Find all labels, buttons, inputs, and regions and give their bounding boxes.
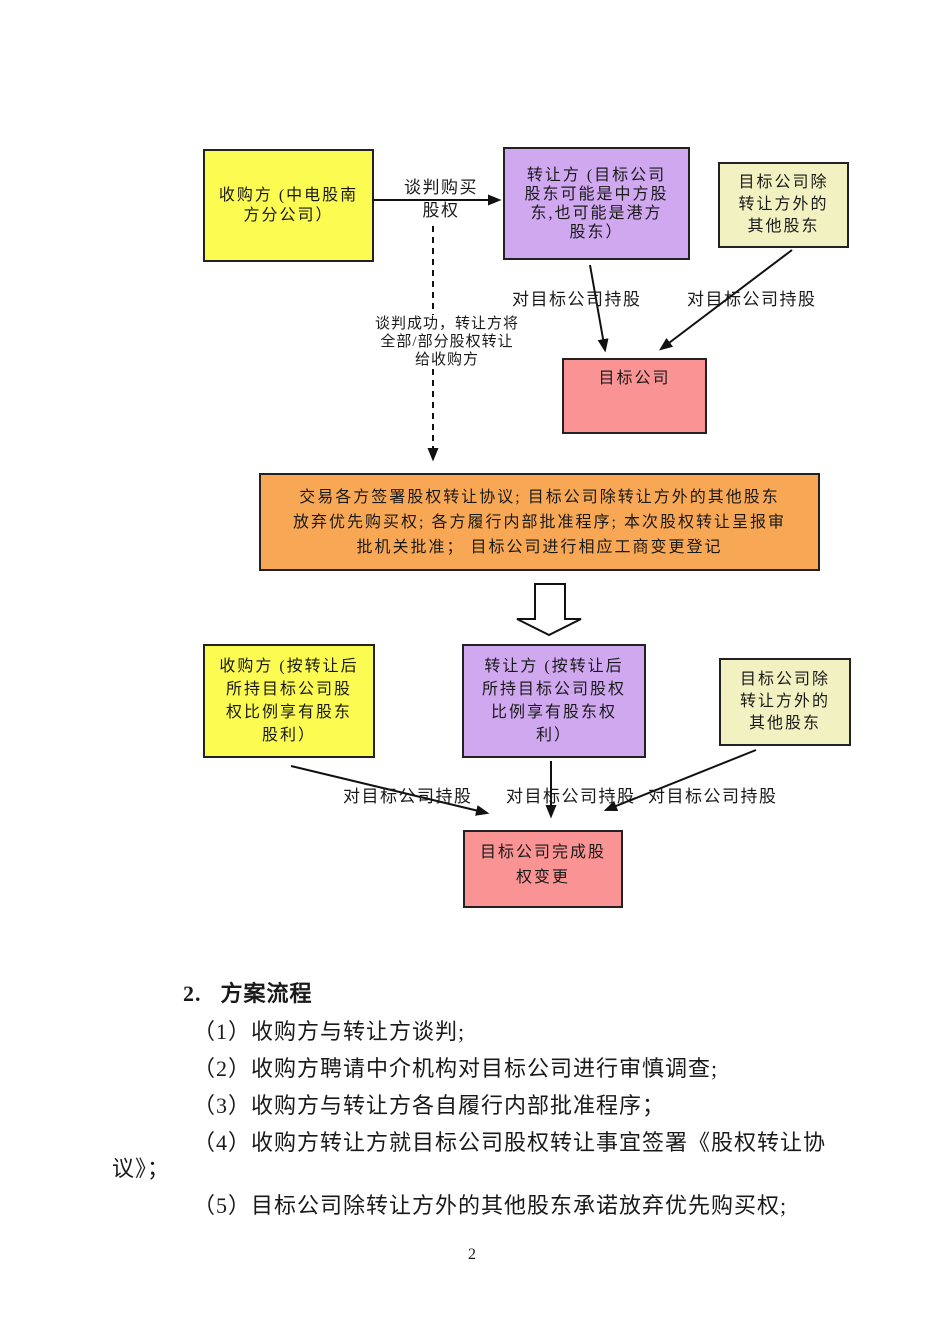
list-item: （4）收购方转让方就目标公司股权转让事宜签署《股权转让协 议》； [112,1130,827,1181]
section-heading: 2. 方案流程 [183,981,844,1007]
box-agreement-steps: 交易各方签署股权转让协议; 目标公司除转让方外的其他股东 放弃优先购买权; 各方… [259,473,820,571]
label-holding-bottom-1: 对目标公司持股 [343,787,473,806]
box-target-completed: 目标公司完成股 权变更 [463,830,623,908]
arrow-transferor-to-target [589,264,609,353]
section-plan-process: 2. 方案流程 （1）收购方与转让方谈判; （2）收购方聘请中介机构对目标公司进行… [112,981,844,1230]
box-acquirer-bottom: 收购方 (按转让后 所持目标公司股 权比例享有股东 股利） [203,644,375,758]
label-negotiate-buy: 谈判购买 股权 [404,178,478,220]
box-other-shareholders-bottom: 目标公司除 转让方外的 其他股东 [719,658,851,746]
list-item: （1）收购方与转让方谈判; [193,1019,466,1044]
label-negotiation-success: 谈判成功，转让方将 全部/部分股权转让 给收购方 [361,315,533,369]
flowchart-connectors [290,194,793,819]
box-other-shareholders-top: 目标公司除 转让方外的 其他股东 [718,162,849,248]
arrow-others-to-completed [603,749,757,812]
label-holding-bottom-3: 对目标公司持股 [648,787,778,806]
block-down-arrow [516,583,582,637]
box-target-company: 目标公司 [562,358,707,434]
label-holding-top-2: 对目标公司持股 [687,290,817,309]
arrow-others-to-target [659,249,793,351]
section-heading-title: 方案流程 [220,981,313,1006]
list-item: （5）目标公司除转让方外的其他股东承诺放弃优先购买权; [193,1193,788,1218]
label-holding-bottom-2: 对目标公司持股 [506,787,636,806]
list-item: （2）收购方聘请中介机构对目标公司进行审慎调查; [193,1056,719,1081]
section-heading-number: 2. [183,981,202,1006]
box-transferor-bottom: 转让方 (按转让后 所持目标公司股权 比例享有股东权 利） [462,644,646,758]
page-number: 2 [468,1246,476,1263]
box-acquirer-top: 收购方 (中电股南 方分公司） [203,149,374,262]
arrow-acquirer-to-completed [290,765,490,816]
box-transferor-top: 转让方 (目标公司 股东可能是中方股 东,也可能是港方 股东） [503,147,690,260]
list-item: （3）收购方与转让方各自履行内部批准程序； [193,1093,666,1118]
label-holding-top-1: 对目标公司持股 [512,290,642,309]
